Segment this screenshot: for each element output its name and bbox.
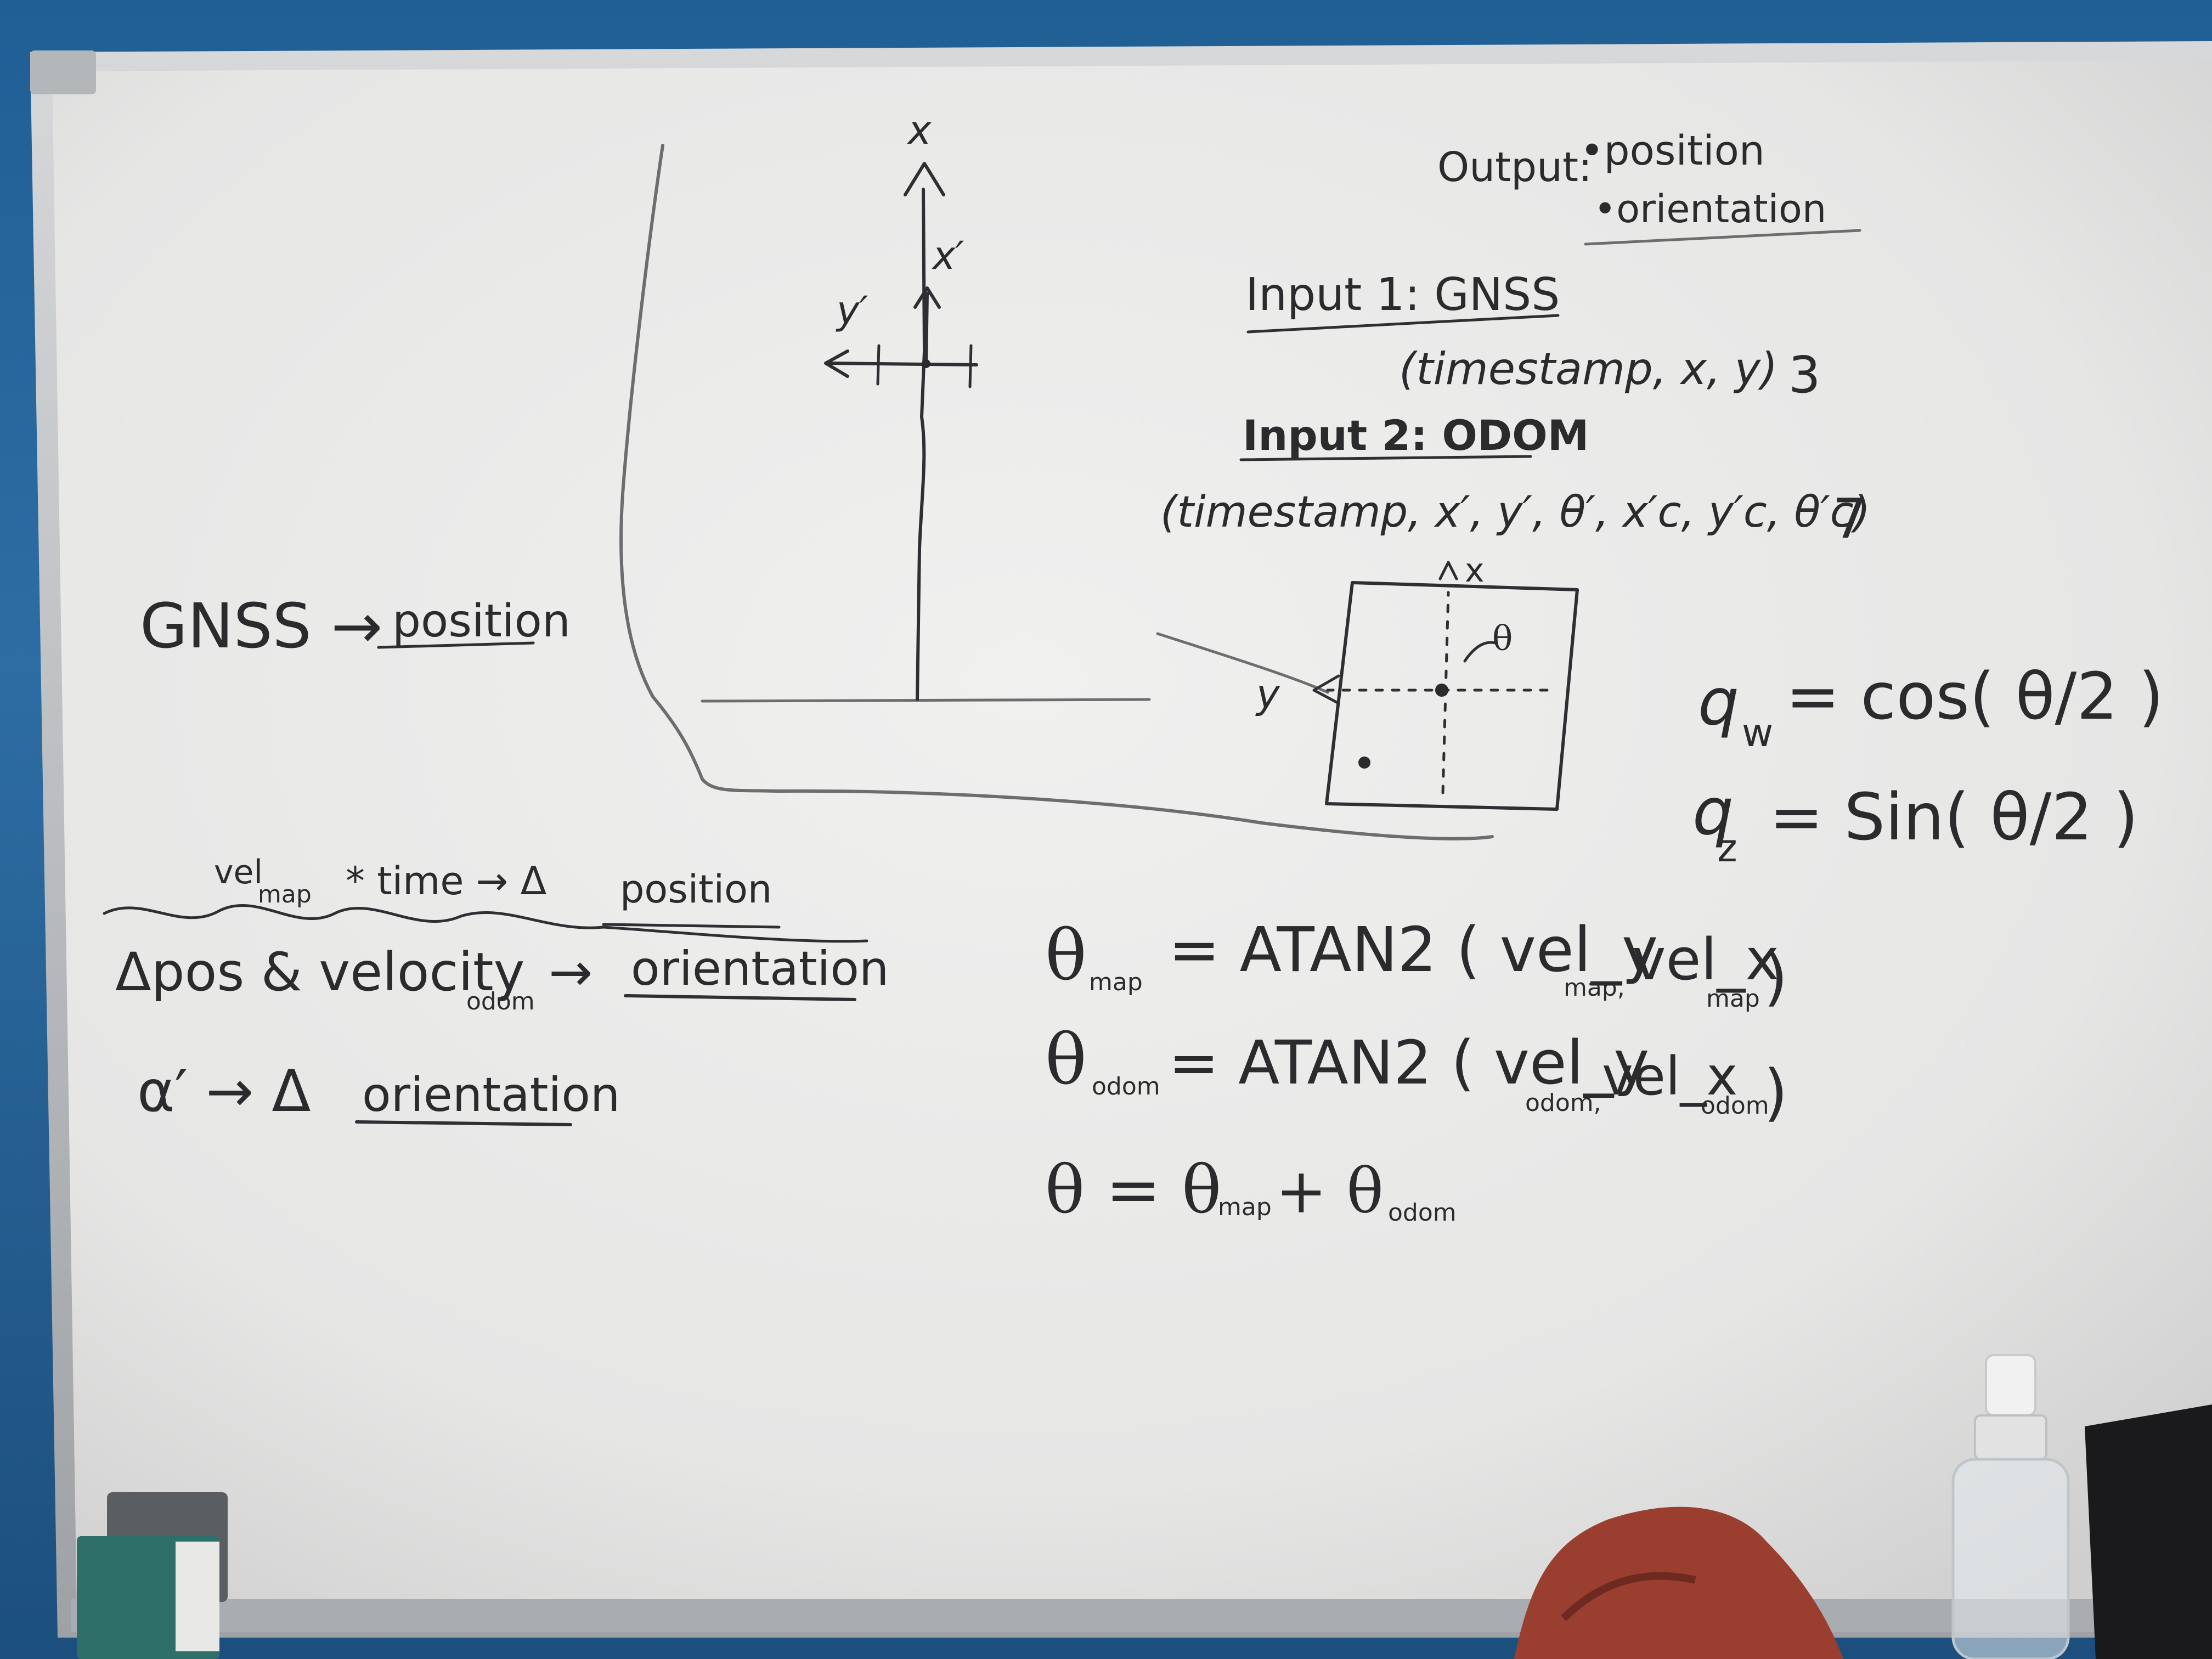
eq-map-s1: map, <box>1564 974 1625 1002</box>
marker-box-label <box>176 1542 219 1651</box>
alpha-note-target: orientation <box>362 1068 620 1122</box>
gnss-note: GNSS → <box>140 591 382 662</box>
ground-line <box>701 698 1151 703</box>
eq-total-s1: map <box>1218 1193 1272 1221</box>
robot-origin <box>922 359 930 368</box>
qw-sub: w <box>1742 710 1773 755</box>
red-cloth <box>1514 1506 1843 1659</box>
input2-title: Input 2: ODOM <box>1243 411 1589 460</box>
vel-note-rest: * time → Δ <box>346 859 547 904</box>
gnss-position: position <box>392 595 571 647</box>
eq-map-s2: map <box>1706 985 1760 1013</box>
spray-bottle <box>1951 1354 2070 1659</box>
input1-count: 3 <box>1788 346 1821 404</box>
box-theta-label: θ <box>1492 618 1513 658</box>
input1-underline <box>1246 314 1560 334</box>
mesh-basket <box>2085 1404 2212 1659</box>
vel-note-sub: map <box>258 881 312 909</box>
qz-lhs: q <box>1692 774 1734 849</box>
eq-odom-close: ) <box>1764 1057 1788 1128</box>
robot-x-arrowhead <box>913 286 941 309</box>
output-orientation: •orientation <box>1594 187 1826 232</box>
box-y-arrowhead <box>1312 674 1340 705</box>
input2-underline <box>1239 455 1532 461</box>
output-label: Output: <box>1437 144 1592 191</box>
x-axis-arrowhead <box>904 162 945 196</box>
tangent-line <box>1156 632 1329 694</box>
y-prime-label: y′ <box>836 288 868 333</box>
delta-note-underline <box>624 994 856 1001</box>
x-axis-line <box>916 188 926 701</box>
input2-count: 7 <box>1832 487 1867 551</box>
delta-note-sub: odom <box>466 988 535 1015</box>
alpha-note-underline <box>355 1120 572 1126</box>
robot-y-arrowhead <box>824 349 849 378</box>
eq-map-rhs: = ATAN2 ( vel_y <box>1169 915 1658 986</box>
board-surface <box>52 60 2212 1607</box>
eq-map-mid: vel_x <box>1632 926 1779 993</box>
vel-note-vel: vel <box>214 853 263 891</box>
eq-odom-s1: odom, <box>1525 1089 1601 1117</box>
input1-tuple: (timestamp, x, y) <box>1399 343 1778 394</box>
delta-note-head: Δpos & velocity <box>115 941 524 1003</box>
box-center <box>1435 684 1448 697</box>
eq-total-lhs: θ = θ <box>1045 1152 1221 1228</box>
eq-map-lhs-sub: map <box>1089 968 1143 996</box>
marker-tray <box>71 1599 2212 1632</box>
box-x-label: x <box>1465 551 1485 590</box>
frame-corner <box>30 50 96 94</box>
wavy-divider <box>103 904 868 943</box>
robot-y-axis <box>827 362 978 366</box>
x-prime-label: x′ <box>932 233 964 278</box>
eq-map-close: ) <box>1764 942 1788 1013</box>
output-position: •position <box>1580 127 1765 174</box>
delta-note-arrow: → <box>549 941 592 1003</box>
rotation-arrow <box>1463 641 1497 663</box>
eq-odom-mid: vel_x <box>1602 1046 1737 1107</box>
qz-rhs: = Sin( θ/2 ) <box>1769 779 2138 855</box>
output-underline <box>1584 229 1861 246</box>
robot-ticks <box>876 344 973 388</box>
trajectory-curve <box>619 144 1494 840</box>
vel-note-underline <box>602 923 781 929</box>
eq-total-s2: odom <box>1388 1199 1457 1227</box>
input2-tuple: (timestamp, x′, y′, θ′, x′c, y′c, θ′c) <box>1160 488 1870 537</box>
eq-odom-rhs: = ATAN2 ( vel_y <box>1169 1028 1649 1098</box>
qw-lhs: q <box>1698 664 1739 740</box>
eq-odom-s2: odom <box>1701 1092 1769 1120</box>
eq-odom-lhs: θ <box>1045 1019 1087 1100</box>
robot-x-axis <box>924 292 929 366</box>
box-corner-dot <box>1358 757 1370 769</box>
input1-title: Input 1: GNSS <box>1245 269 1560 321</box>
qw-rhs: = cos( θ/2 ) <box>1786 658 2164 734</box>
gnss-position-underline <box>377 641 535 649</box>
vel-note-target: position <box>620 867 772 912</box>
box-y-label: y <box>1255 671 1280 717</box>
eq-odom-lhs-sub: odom <box>1092 1073 1160 1101</box>
alpha-note-head: α′ → Δ <box>137 1058 311 1125</box>
vehicle-box <box>1325 581 1579 811</box>
x-axis-label: x <box>907 107 932 153</box>
delta-note-target: orientation <box>631 941 889 996</box>
eq-total-plus: + θ <box>1276 1156 1384 1227</box>
qz-sub: z <box>1717 826 1737 871</box>
red-cloth-fold <box>1561 1572 1696 1621</box>
box-x-arrowhead <box>1438 561 1458 580</box>
eq-map-lhs: θ <box>1045 915 1087 996</box>
